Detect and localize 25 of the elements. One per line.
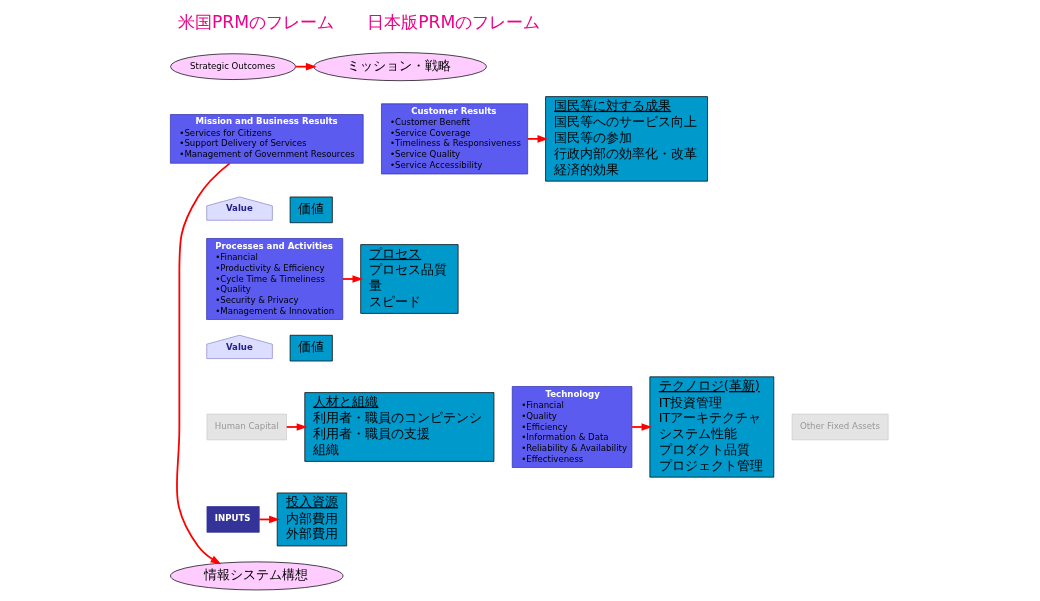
node-box: 人材と組織 利用者・職員のコンピテンシ 利用者・職員の支援 組織: [304, 392, 495, 462]
label: 日本版PRMのフレーム: [367, 12, 541, 33]
node-ellipse: Strategic Outcomes: [170, 53, 297, 80]
node-box: 価値: [289, 196, 333, 224]
arrow: [295, 62, 317, 71]
node-box: Mission and Business Results •Services for Citizens •Support Delivery of Services •Management of Government Resources: [170, 114, 364, 164]
node-ellipse: ミッション・戦略: [313, 52, 487, 82]
node-box: Customer Results •Customer Benefit •Service Coverage •Timeliness & Responsiveness •Service Quality •Service Accessibility: [381, 103, 528, 175]
arrow: [341, 275, 364, 283]
node-box: Processes and Activities •Financial •Productivity & Efficiency •Cycle Time & Timeliness •Quality •Security & Privacy •Management & Innovation: [206, 238, 344, 320]
node-box: Technology •Financial •Quality •Efficiency •Information & Data •Reliability & Availability •Effectiveness: [511, 386, 633, 468]
arrow: [285, 423, 308, 431]
node-box: 国民等に対する成果 国民等へのサービス向上 国民等の参加 行政内部の効率化・改革 経済的効果: [545, 96, 708, 182]
arrow: [631, 423, 653, 431]
label: 米国PRMのフレーム: [177, 12, 335, 33]
arrow: [526, 135, 549, 143]
node-box: Human Capital: [206, 413, 287, 441]
node-box: 投入資源 内部費用 外部費用: [276, 492, 348, 547]
node-box: INPUTS: [206, 506, 260, 533]
node-box: Other Fixed Assets: [791, 413, 889, 441]
arrow: [175, 162, 231, 565]
node-box: テクノロジ(革新) IT投資管理 ITアーキテクチャ システム性能 プロダクト品質 プロジェクト管理: [649, 376, 775, 478]
node-ellipse: 情報システム構想: [170, 561, 344, 591]
node-box: 価値: [289, 334, 333, 362]
node-box: プロセス プロセス品質 量 スピード: [360, 244, 459, 314]
